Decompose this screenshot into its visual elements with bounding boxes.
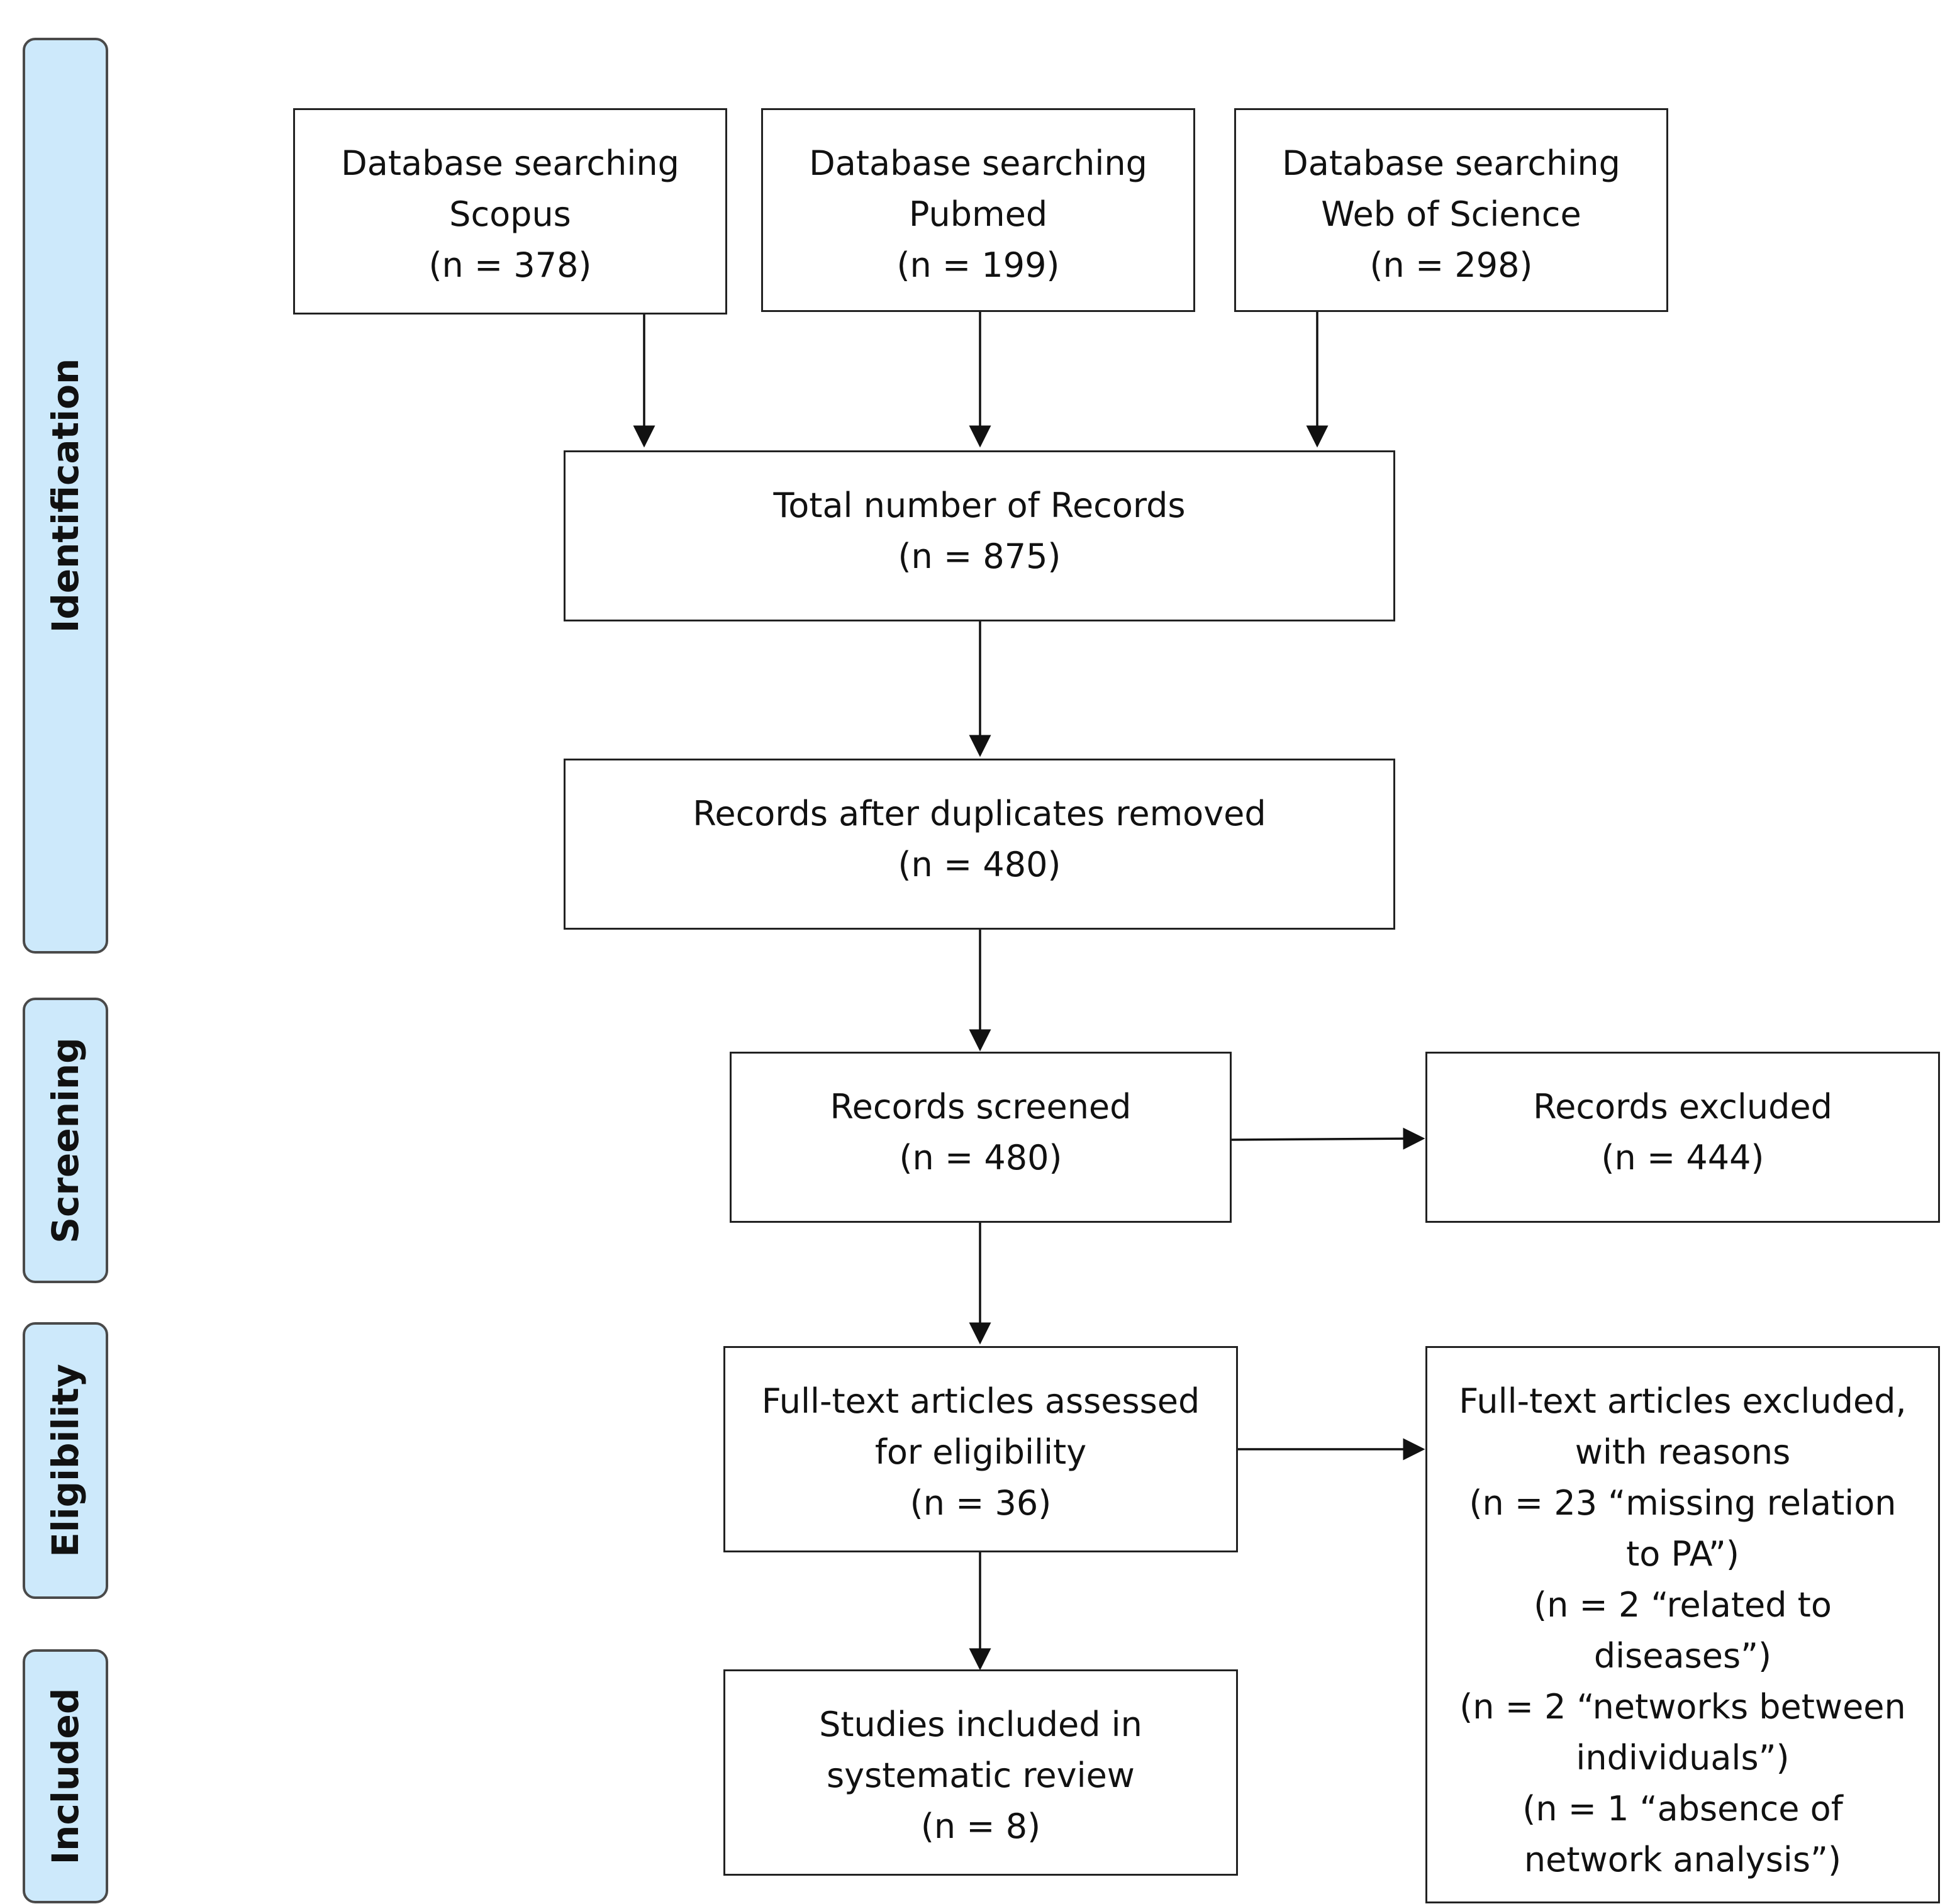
arrow-screened-to-excluded bbox=[1231, 1127, 1425, 1150]
box-included-line1: Studies included in bbox=[819, 1705, 1142, 1744]
box-scopus-line2: Scopus bbox=[449, 194, 571, 234]
box-deduplicated-line2: (n = 480) bbox=[898, 845, 1061, 884]
box-screened-line1: Records screened bbox=[830, 1087, 1132, 1127]
box-wos-line3: (n = 298) bbox=[1369, 245, 1533, 285]
box-fulltext-assessed: Full-text articles assessed for eligibil… bbox=[723, 1346, 1238, 1552]
box-screened-line2: (n = 480) bbox=[899, 1138, 1062, 1177]
box-fulltext-line2: for eligibility bbox=[874, 1432, 1087, 1472]
box-total-line1: Total number of Records bbox=[773, 486, 1186, 525]
box-scopus: Database searching Scopus (n = 378) bbox=[293, 108, 727, 315]
box-deduplicated-line1: Records after duplicates removed bbox=[693, 794, 1266, 833]
box-pubmed-line2: Pubmed bbox=[908, 194, 1048, 234]
box-fulltext-excluded-line10: network analysis”) bbox=[1524, 1840, 1842, 1879]
box-duplicates-removed: Records after duplicates removed (n = 48… bbox=[564, 759, 1395, 930]
box-included-line2: systematic review bbox=[827, 1756, 1135, 1795]
box-fulltext-line1: Full-text articles assessed bbox=[761, 1381, 1200, 1421]
box-fulltext-excluded-line2: with reasons bbox=[1574, 1432, 1791, 1472]
box-scopus-line1: Database searching bbox=[341, 143, 679, 183]
box-records-excluded: Records excluded (n = 444) bbox=[1425, 1052, 1940, 1223]
box-records-screened: Records screened (n = 480) bbox=[730, 1052, 1232, 1223]
box-total-line2: (n = 875) bbox=[898, 537, 1061, 576]
stage-eligibility: Eligibility bbox=[23, 1322, 108, 1599]
box-wos-line1: Database searching bbox=[1282, 143, 1620, 183]
stage-identification: Identification bbox=[23, 38, 108, 954]
box-fulltext-excluded-line8: individuals”) bbox=[1576, 1738, 1790, 1778]
box-fulltext-excluded-line9: (n = 1 “absence of bbox=[1522, 1789, 1843, 1829]
box-fulltext-excluded-line4: to PA”) bbox=[1626, 1534, 1739, 1574]
box-excluded-line1: Records excluded bbox=[1533, 1087, 1832, 1127]
box-fulltext-line3: (n = 36) bbox=[910, 1483, 1052, 1523]
box-wos-line2: Web of Science bbox=[1321, 194, 1581, 234]
box-total-records: Total number of Records (n = 875) bbox=[564, 450, 1395, 621]
box-pubmed: Database searching Pubmed (n = 199) bbox=[761, 108, 1195, 312]
box-fulltext-excluded-line3: (n = 23 “missing relation bbox=[1469, 1483, 1897, 1523]
box-included-line3: (n = 8) bbox=[920, 1807, 1041, 1846]
box-scopus-line3: (n = 378) bbox=[428, 245, 592, 285]
box-fulltext-excluded-line1: Full-text articles excluded, bbox=[1459, 1381, 1907, 1421]
box-excluded-line2: (n = 444) bbox=[1601, 1138, 1764, 1177]
stage-included: Included bbox=[23, 1649, 108, 1903]
box-pubmed-line1: Database searching bbox=[809, 143, 1147, 183]
box-fulltext-excluded-line7: (n = 2 “networks between bbox=[1459, 1687, 1906, 1727]
stage-screening: Screening bbox=[23, 998, 108, 1283]
box-pubmed-line3: (n = 199) bbox=[896, 245, 1060, 285]
box-fulltext-excluded-line6: diseases”) bbox=[1593, 1636, 1772, 1676]
box-studies-included: Studies included in systematic review (n… bbox=[723, 1669, 1238, 1876]
box-web-of-science: Database searching Web of Science (n = 2… bbox=[1234, 108, 1668, 312]
box-fulltext-excluded: Full-text articles excluded, with reason… bbox=[1425, 1346, 1940, 1903]
box-fulltext-excluded-line5: (n = 2 “related to bbox=[1534, 1585, 1832, 1625]
